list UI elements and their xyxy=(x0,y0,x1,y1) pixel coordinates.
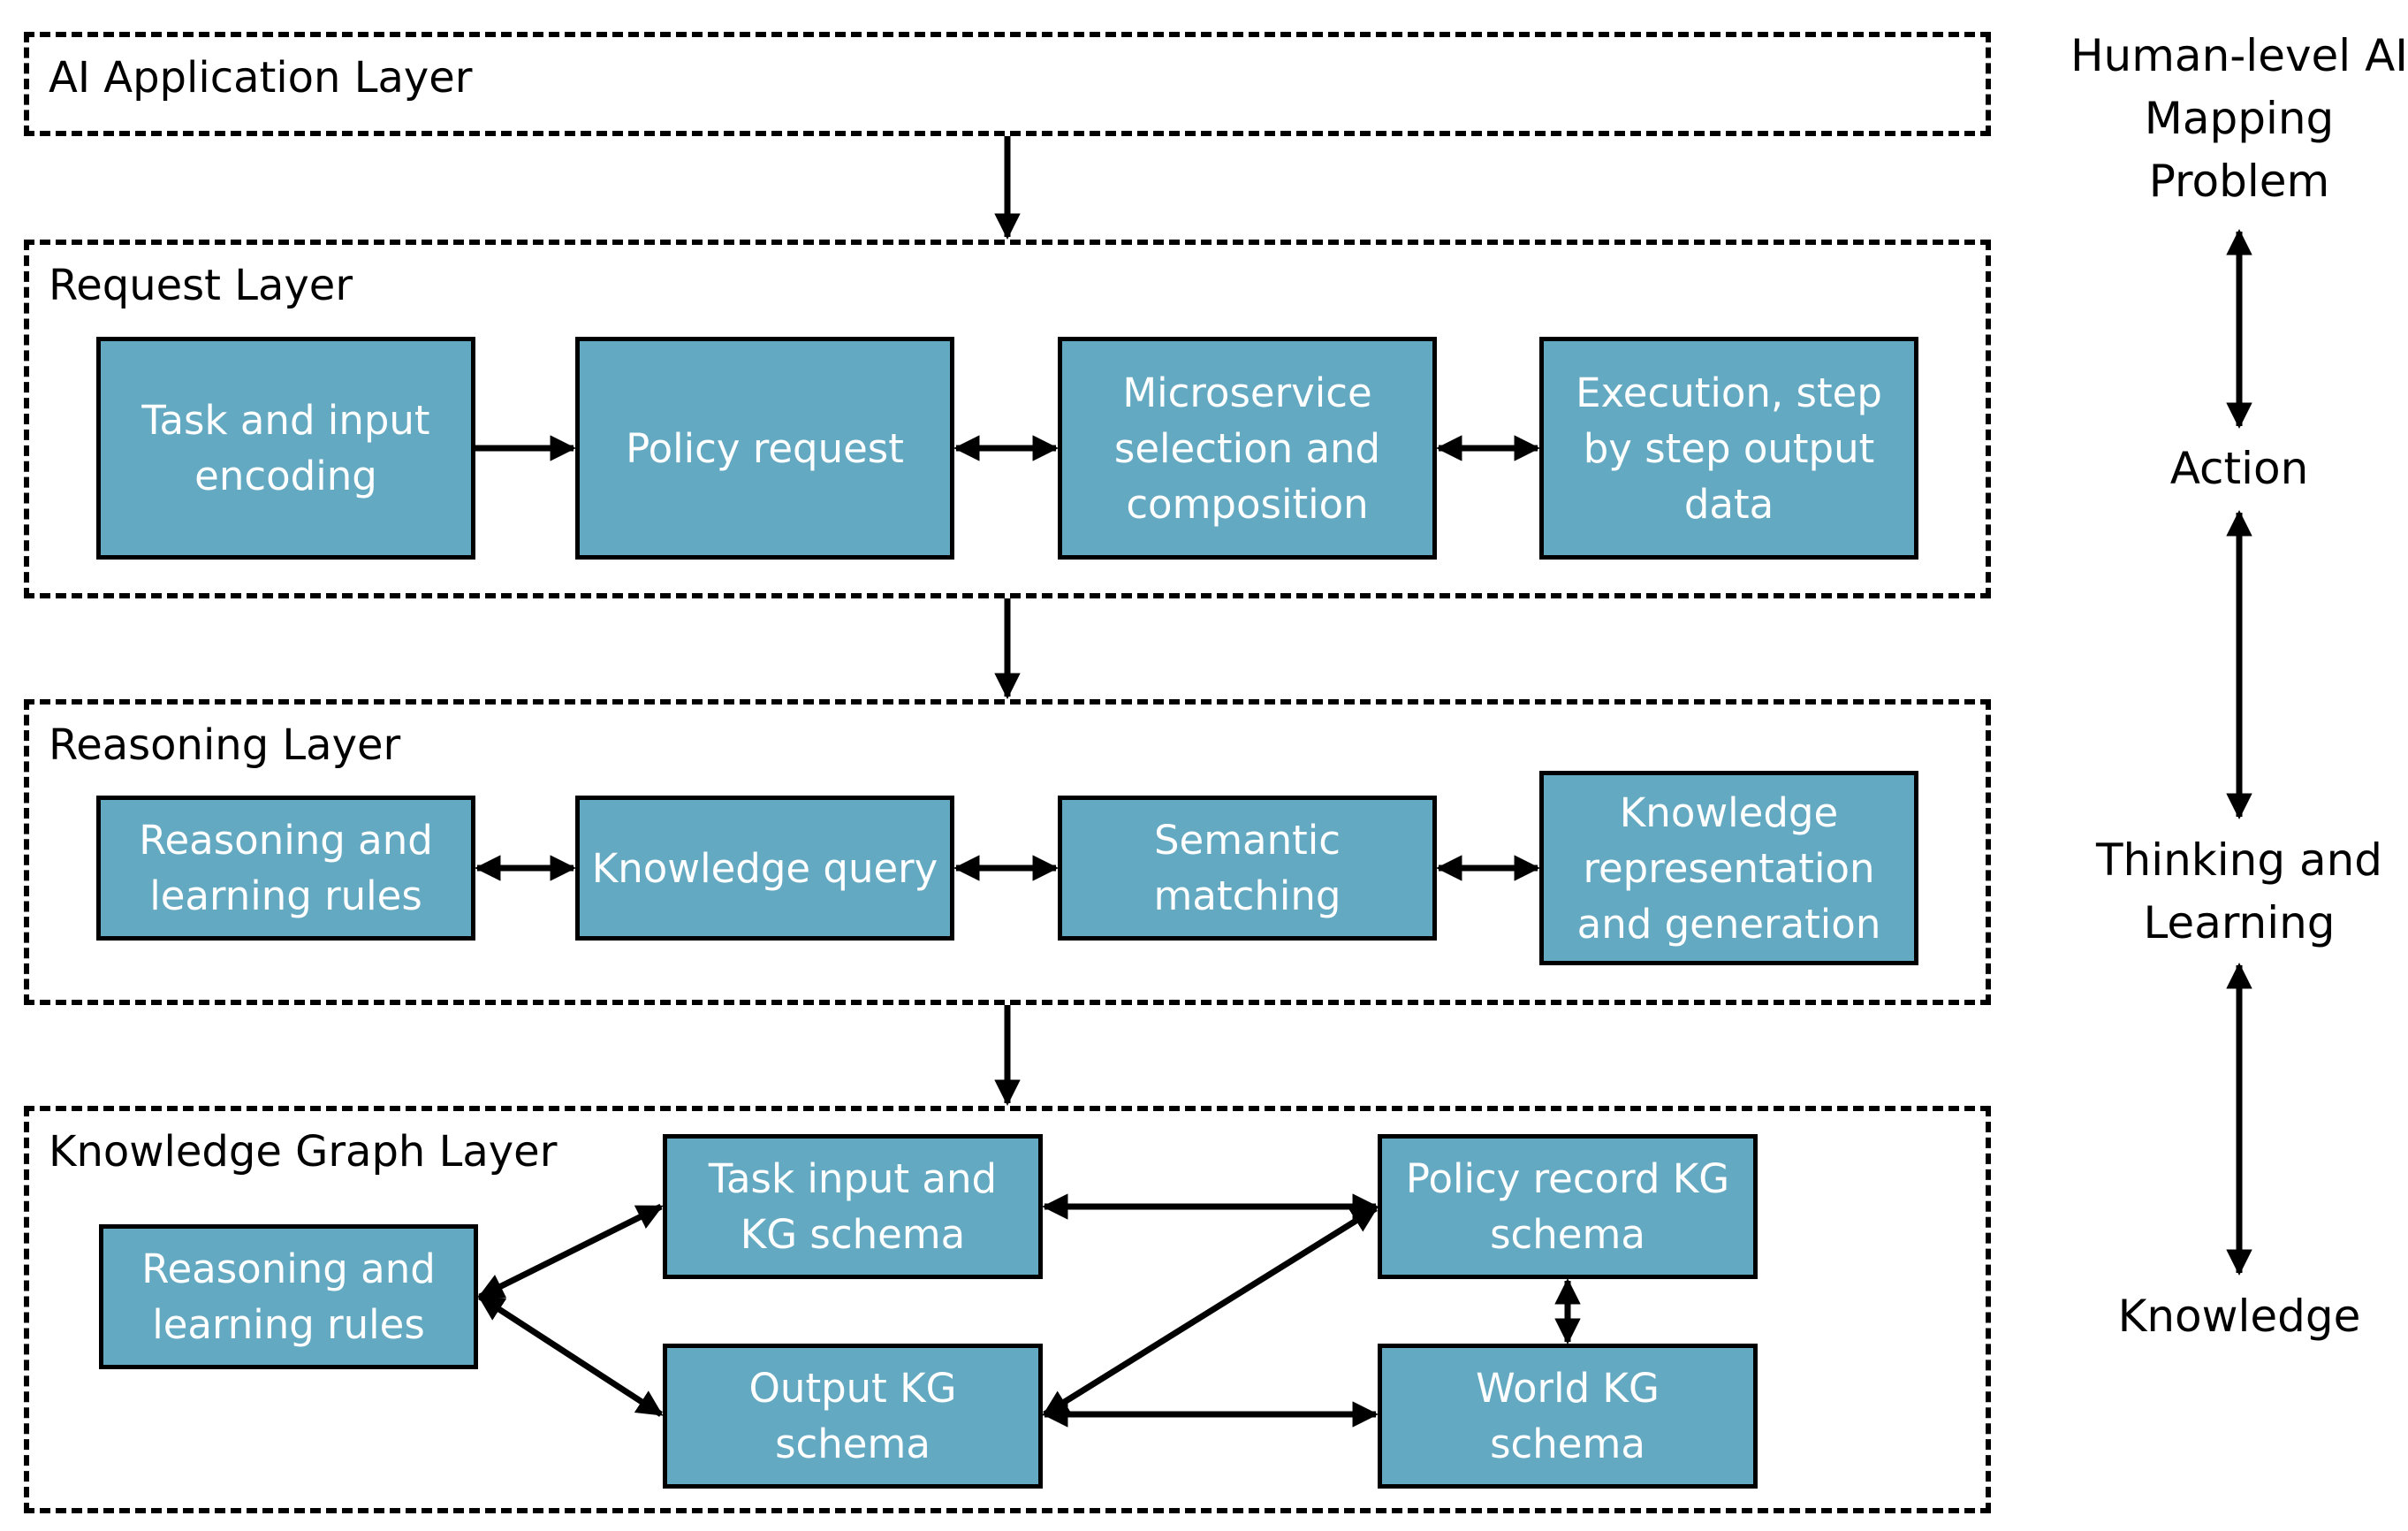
rules-output-arrow xyxy=(477,1294,664,1417)
action-label: Action xyxy=(2062,438,2408,500)
knowledge-graph-layer-title: Knowledge Graph Layer xyxy=(49,1127,558,1177)
box-line: Policy record KG xyxy=(1405,1155,1730,1202)
knowledge-graph-layer: Knowledge Graph Layer xyxy=(24,1106,1991,1513)
box-line: Microservice xyxy=(1122,369,1372,416)
box-line: composition xyxy=(1126,480,1369,528)
side-label-line: Knowledge xyxy=(2117,1291,2361,1342)
request-layer-title: Request Layer xyxy=(49,261,353,310)
box-line: schema xyxy=(1490,1211,1645,1258)
box-line: Task input and xyxy=(708,1155,998,1202)
box-line: KG schema xyxy=(740,1211,966,1258)
output-kg-schema-box: Output KG schema xyxy=(663,1344,1043,1489)
box-line: Knowledge query xyxy=(591,844,938,892)
box-line: World KG xyxy=(1476,1365,1660,1412)
side-label-line: Learning xyxy=(2143,897,2336,948)
box-line: matching xyxy=(1153,872,1341,919)
box-line: Semantic xyxy=(1153,817,1341,864)
box-line: schema xyxy=(1490,1421,1645,1467)
ai-application-layer: AI Application Layer xyxy=(24,32,1991,136)
semantic-matching-box: Semantic matching xyxy=(1058,796,1437,941)
reasoning-layer-title: Reasoning Layer xyxy=(49,720,401,770)
box-line: learning rules xyxy=(152,1301,425,1348)
task-input-encoding-box: Task and input encoding xyxy=(96,337,475,560)
rules-taskinput-arrow xyxy=(477,1203,664,1300)
request-layer: Request Layer xyxy=(24,240,1991,598)
box-line: and generation xyxy=(1576,900,1881,948)
box-line: Reasoning and xyxy=(141,1245,436,1292)
world-kg-schema-box: World KG schema xyxy=(1378,1344,1758,1489)
box-line: Output KG xyxy=(748,1365,957,1412)
ai-application-layer-title: AI Application Layer xyxy=(49,53,473,103)
box-line: selection and xyxy=(1113,424,1381,472)
microservice-selection-box: Microservice selection and composition xyxy=(1058,337,1437,560)
knowledge-label: Knowledge xyxy=(2062,1285,2408,1348)
box-line: Reasoning and xyxy=(139,817,433,864)
output-policyrecord-arrow xyxy=(1042,1206,1379,1417)
reasoning-rules-box: Reasoning and learning rules xyxy=(96,796,475,941)
box-line: encoding xyxy=(194,453,377,499)
knowledge-representation-box: Knowledge representation and generation xyxy=(1539,771,1918,965)
knowledge-query-box: Knowledge query xyxy=(575,796,954,941)
side-label-line: Mapping xyxy=(2144,93,2335,144)
box-line: by step output xyxy=(1583,424,1875,472)
task-input-kg-schema-box: Task input and KG schema xyxy=(663,1134,1043,1279)
policy-record-kg-schema-box: Policy record KG schema xyxy=(1378,1134,1758,1279)
box-line: schema xyxy=(775,1421,931,1467)
box-line: Execution, step xyxy=(1576,369,1882,416)
reasoning-layer: Reasoning Layer xyxy=(24,699,1991,1005)
box-line: data xyxy=(1683,480,1774,528)
side-label-line: Thinking and xyxy=(2095,834,2383,886)
box-line: learning rules xyxy=(149,872,422,919)
policy-request-box: Policy request xyxy=(575,337,954,560)
box-line: Knowledge xyxy=(1619,788,1839,836)
execution-output-box: Execution, step by step output data xyxy=(1539,337,1918,560)
box-line: Task and input xyxy=(141,397,430,444)
box-line: representation xyxy=(1583,844,1875,892)
box-line: Policy request xyxy=(626,424,904,472)
side-label-line: Action xyxy=(2169,443,2309,494)
kg-reasoning-rules-box: Reasoning and learning rules xyxy=(99,1224,478,1369)
side-label-line: Human-level AI xyxy=(2070,30,2408,81)
side-label-line: Problem xyxy=(2148,156,2330,207)
